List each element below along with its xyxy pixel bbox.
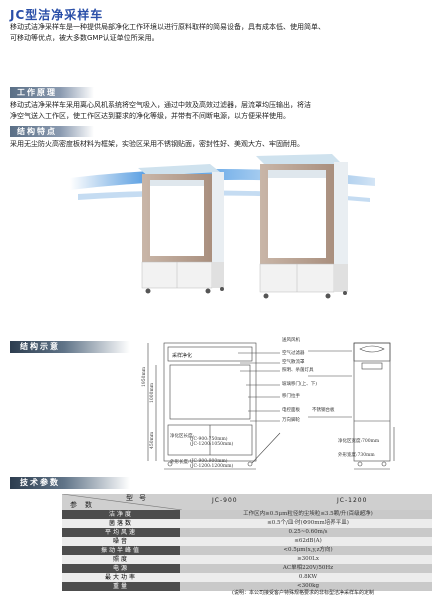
principle-line-2: 净空气送入工作区，使工作区达到要求的净化等级，并带有不间断电源，以方便采样使用。 (10, 111, 290, 120)
header-param-label: 参数 (70, 501, 100, 509)
label-fan: 送风风机 (282, 338, 300, 343)
model-jc1200: JC-1200 (337, 497, 368, 504)
label-inner-width: 净化区长度: (170, 434, 195, 439)
section-specs-header: 技术参数 (10, 477, 130, 489)
spec-value: 0.8KW (298, 574, 318, 580)
dim-1950: 1950mm (142, 367, 147, 387)
spec-label: 重量 (62, 582, 180, 591)
spec-table: 型号 参数 JC-900 JC-1200 洁净度 工作区内≥0.5μm粒径的尘埃… (62, 494, 432, 591)
spec-row: 振动半峰值 <0.5μm(x,y,z方向) (62, 546, 432, 555)
page-title: JC型洁净采样车 (10, 8, 104, 22)
spec-value: ≤62dB(A) (294, 538, 322, 544)
label-outer-width-values: (JC-900:900mm) (JC-1200:1200mm) (190, 459, 234, 469)
section-diagram-header: 结构示意 (10, 341, 130, 353)
label-outer-depth: 外形宽度:730mm (338, 453, 375, 458)
dim-450: 450mm (150, 431, 155, 449)
section-principle-header: 工作原理 (10, 87, 94, 98)
spec-table-header: 型号 参数 JC-900 JC-1200 (62, 494, 432, 510)
section-structure-header: 结构特点 (10, 126, 94, 137)
dim-1000: 1000mm (150, 383, 155, 403)
spec-value: 工作区内≥0.5μm粒径的尘埃粒≤3.5颗/升(百级超净) (243, 511, 373, 517)
spec-row: 照度 ≥300Lx (62, 555, 432, 564)
footnote: (说明：本公司接受客户特殊规格要求的非标型洁净采样车的定制 (232, 590, 374, 596)
label-filter: 空气过滤器 (282, 351, 305, 356)
spec-label: 振动半峰值 (62, 546, 180, 555)
model-jc900: JC-900 (212, 497, 238, 504)
label-workbench: 不锈钢台板 (312, 408, 335, 413)
spec-label: 噪音 (112, 538, 129, 545)
label-airflow: 空气散流罩 (282, 360, 305, 365)
section-specs-title: 技术参数 (20, 478, 60, 487)
label-handle: 移门拉手 (282, 394, 300, 399)
intro-paragraph: 移动式洁净采样车是一种提供局部净化工作环境以进行原料取样的简易设备，具有成本低、… (10, 22, 430, 43)
diagram-sign: 采样净化 (172, 352, 192, 359)
spec-row: 最大功率 0.8KW (62, 573, 432, 582)
spec-label: 平均风速 (62, 528, 180, 537)
spec-row: 平均风速 0.25~0.60m/s (62, 528, 432, 537)
label-door: 玻璃移门(上、下) (282, 382, 318, 387)
spec-label: 电源 (62, 564, 180, 573)
structure-diagram: 采样净化 1950mm 1000mm 450mm 送风风机 空气过滤器 空气散流… (128, 338, 428, 471)
label-caster: 万向脚轮 (282, 418, 300, 423)
spec-label: 照度 (112, 556, 129, 563)
schematic-lines: 采样净化 (147, 342, 395, 470)
label-light: 照明、杀菌灯具 (282, 368, 314, 373)
spec-value: 0.25~0.60m/s (288, 529, 328, 535)
spec-label: 菌落数 (108, 520, 133, 527)
structure-paragraph: 采用无尘防火高密度板材料为框架，实验区采用不锈钢贴面，密封性好、美观大方、牢固耐… (10, 139, 430, 150)
product-photo (70, 154, 375, 299)
spec-label: 洁净度 (62, 510, 180, 519)
header-diagonal (62, 494, 182, 510)
spec-value: ≥300Lx (297, 556, 319, 562)
spec-row: 电源 AC单相220V/50Hz (62, 564, 432, 573)
intro-line-2: 可移动等优点，被大多数GMP认证单位所采用。 (10, 33, 159, 42)
spec-row: 洁净度 工作区内≥0.5μm粒径的尘埃粒≤3.5颗/升(百级超净) (62, 510, 432, 519)
cart-left (138, 164, 224, 294)
label-outer-width: 外形长度: (170, 460, 190, 465)
intro-line-1: 移动式洁净采样车是一种提供局部净化工作环境以进行原料取样的简易设备，具有成本低、… (10, 23, 325, 31)
spec-value: AC单相220V/50Hz (282, 565, 334, 571)
spec-row: 菌落数 ≤0.5个/皿·时(Φ90mm培养平皿) (62, 519, 432, 528)
spec-value: ≤0.5个/皿·时(Φ90mm培养平皿) (267, 520, 349, 526)
label-control: 电控面板 (282, 408, 300, 413)
spec-row: 重量 <300kg (62, 582, 432, 591)
label-inner-width-values: (JC-900:750mm) (JC-1200:1050mm) (190, 437, 234, 447)
principle-line-1: 移动式洁净采样车采用离心风机系统将空气吸入，通过中效及高效过滤器，层流罩均压输出… (10, 101, 311, 109)
principle-paragraph: 移动式洁净采样车采用离心风机系统将空气吸入，通过中效及高效过滤器，层流罩均压输出… (10, 100, 430, 121)
spec-value: <300kg (297, 583, 319, 589)
spec-row: 噪音 ≤62dB(A) (62, 537, 432, 546)
header-model-label: 型号 (126, 494, 152, 502)
structure-line-1: 采用无尘防火高密度板材料为框架，实验区采用不锈钢贴面，密封性好、美观大方、牢固耐… (10, 140, 304, 148)
section-structure-title: 结构特点 (17, 127, 57, 136)
cart-right (256, 154, 348, 299)
section-diagram-title: 结构示意 (20, 342, 60, 351)
spec-label: 最大功率 (104, 574, 137, 581)
spec-value: <0.5μm(x,y,z方向) (283, 547, 333, 553)
section-principle-title: 工作原理 (17, 88, 57, 97)
label-inner-depth: 净化区宽度:700mm (338, 439, 380, 444)
